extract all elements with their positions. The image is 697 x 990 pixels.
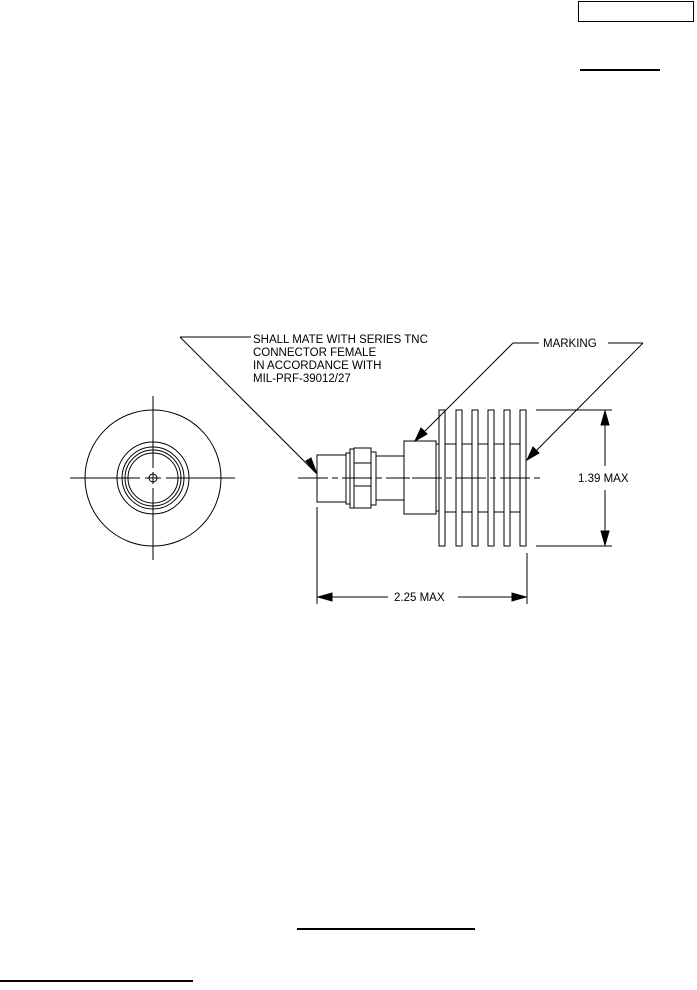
height-dimension <box>536 409 612 547</box>
signature-line <box>297 928 475 930</box>
length-dimension <box>316 507 528 604</box>
note-line-1: SHALL MATE WITH SERIES TNC <box>253 334 428 346</box>
length-dim-label: 2.25 MAX <box>394 592 445 604</box>
end-view <box>70 396 235 560</box>
marking-leaders <box>413 342 644 462</box>
note-leader <box>179 336 318 475</box>
side-view <box>298 409 540 547</box>
header-box <box>578 1 694 22</box>
height-dim-label: 1.39 MAX <box>578 473 629 485</box>
note-line-3: IN ACCORDANCE WITH <box>253 360 381 372</box>
note-line-4: MIL-PRF-39012/27 <box>253 373 351 385</box>
header-underline <box>580 69 660 71</box>
footnote-rule <box>0 980 193 982</box>
note-line-2: CONNECTOR FEMALE <box>253 347 376 359</box>
marking-label: MARKING <box>543 338 597 350</box>
